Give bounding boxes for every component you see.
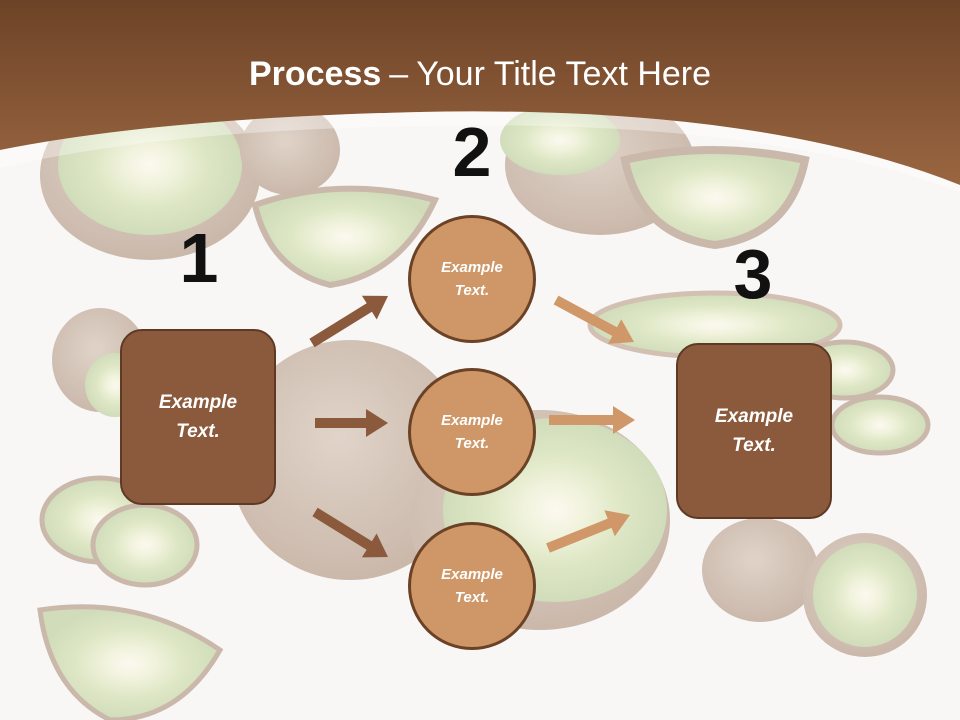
arrow-from-circle-middle bbox=[549, 406, 635, 434]
step-3-number: 3 bbox=[733, 235, 773, 313]
step-2-circle-bottom: Example Text. bbox=[408, 522, 536, 650]
step-2-number: 2 bbox=[452, 113, 492, 191]
title-bold: Process bbox=[248, 55, 382, 93]
step-1-number: 1 bbox=[179, 219, 219, 297]
step-2-circle-middle-text: Example Text. bbox=[441, 412, 503, 452]
arrow-to-circle-middle bbox=[315, 409, 388, 437]
title-rest: Your Title Text Here bbox=[416, 55, 712, 93]
arrow-to-circle-top bbox=[309, 295, 388, 348]
arrow-from-circle-top bbox=[553, 295, 634, 344]
step-1-text: Example Text. bbox=[158, 392, 238, 442]
step-3-text: Example Text. bbox=[714, 406, 794, 456]
slide-title: Process–Your Title Text Here bbox=[0, 52, 960, 96]
arrow-to-circle-bottom bbox=[312, 507, 388, 558]
step-3-box: Example Text. bbox=[676, 343, 832, 519]
arrow-from-circle-bottom bbox=[546, 510, 630, 553]
step-2-circle-top: Example Text. bbox=[408, 215, 536, 343]
step-2-circle-middle: Example Text. bbox=[408, 368, 536, 496]
title-separator: – bbox=[389, 55, 409, 93]
step-1-box: Example Text. bbox=[120, 329, 276, 505]
step-2-circle-top-text: Example Text. bbox=[441, 259, 503, 299]
step-2-circle-bottom-text: Example Text. bbox=[441, 566, 503, 606]
